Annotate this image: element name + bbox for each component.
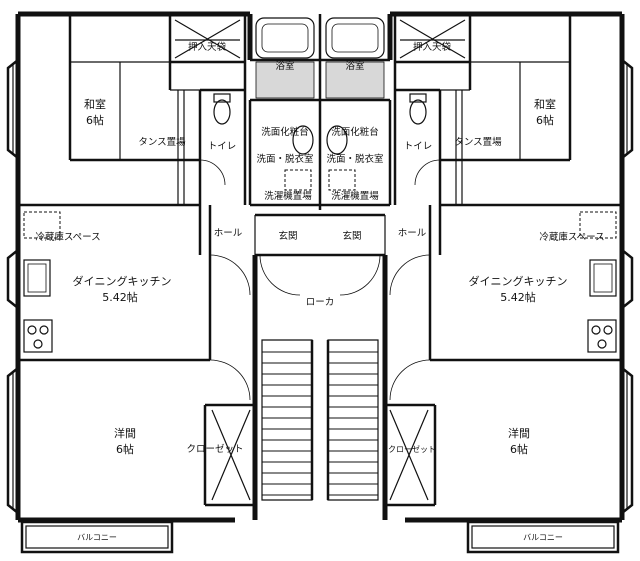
toilet-left-label: トイレ [208,141,237,152]
dk-left-name: ダイニングキッチン [73,274,172,288]
oshiire-right-label: 押入天袋 [413,41,452,53]
balconies [20,520,620,554]
senmen-right-line1: 洗面化粧台 [331,126,379,138]
outer-walls [15,11,625,523]
roka-label: ローカ [306,297,335,308]
hall-left-label: ホール [214,228,243,239]
oshiire-left-label: 押入天袋 [188,41,227,53]
tansu-left-label: タンス置場 [138,136,186,148]
genkan-right-label: 玄関 [342,230,361,242]
senmen-left-line3: 洗濯機置場 [264,190,312,202]
senmen-right-line2: 洗面・脱衣室 [326,153,383,165]
stairs [261,339,379,501]
senmen-right-line3: 洗濯機置場 [331,190,379,202]
senmen-left-line1: 洗面化粧台 [261,126,309,138]
balcony-left-label: バルコニー [77,533,117,542]
youma-right-name: 洋間 [508,426,530,440]
bay-windows [6,59,634,514]
dk-right-name: ダイニングキッチン [469,274,568,288]
room-labels: 和室 6帖 和室 6帖 タンス置場 タンス置場 押入天袋 押入天袋 浴室 浴室 … [35,41,604,542]
yokushitsu-right-label: 浴室 [345,60,364,72]
closet-left-label: クローゼット [186,443,243,455]
door-swings [199,159,441,401]
balcony-right-label: バルコニー [523,533,563,542]
tansu-right-label: タンス置場 [454,136,502,148]
closet-right-label: クローゼット [388,444,436,454]
washitsu-left-size: 6帖 [86,114,104,127]
toilet-right-label: トイレ [404,141,433,152]
hall-right-label: ホール [398,228,427,239]
washitsu-right-size: 6帖 [536,114,554,127]
fixtures [23,17,617,353]
senmen-left-line2: 洗面・脱衣室 [256,153,313,165]
right-unit-walls [320,14,622,507]
genkan-left-label: 玄関 [278,230,297,242]
youma-right-size: 6帖 [510,443,528,456]
dk-left-size: 5.42帖 [102,291,138,304]
youma-left-name: 洋間 [114,426,136,440]
washitsu-left-name: 和室 [84,97,106,111]
left-unit-walls [18,14,320,507]
reizouko-left-label: 冷蔵庫スペース [35,231,100,243]
youma-left-size: 6帖 [116,443,134,456]
dk-right-size: 5.42帖 [500,291,536,304]
washitsu-right-name: 和室 [534,97,556,111]
reizouko-right-label: 冷蔵庫スペース [539,231,604,243]
yokushitsu-left-label: 浴室 [275,60,294,72]
